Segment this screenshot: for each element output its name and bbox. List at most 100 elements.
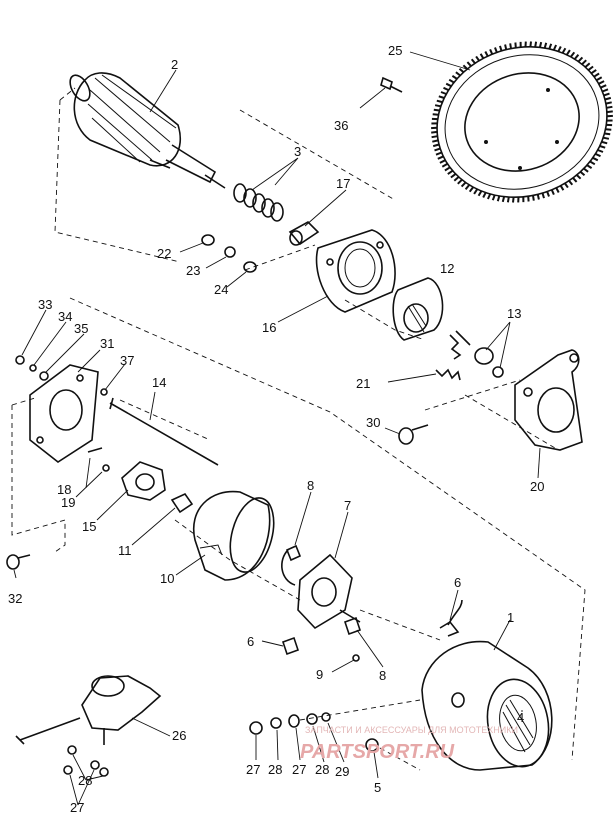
- gear-tooth: [433, 108, 440, 112]
- pinion-drive: [392, 277, 444, 341]
- gear-tooth: [573, 54, 580, 60]
- gear-tooth: [460, 181, 467, 188]
- gear-tooth: [509, 43, 512, 49]
- washer-set: [233, 183, 284, 222]
- gear-tooth: [534, 41, 538, 48]
- gear-tooth: [583, 167, 589, 173]
- gear-tooth: [587, 65, 594, 71]
- gear-tooth: [546, 191, 550, 197]
- callout-26: 26: [172, 728, 186, 743]
- gear-tooth: [443, 86, 450, 92]
- gear-tooth: [486, 193, 492, 200]
- gear-tooth: [494, 47, 498, 53]
- callout-24: 24: [214, 282, 228, 297]
- leader-lines: [13, 51, 541, 806]
- gear-tooth: [604, 96, 612, 101]
- end-plate-fasteners: [15, 355, 108, 396]
- callout-2: 2: [171, 57, 178, 72]
- gear-tooth: [532, 195, 535, 201]
- gear-tooth: [559, 185, 565, 191]
- gear-tooth: [445, 82, 452, 88]
- gear-tooth: [581, 59, 587, 66]
- solenoid: [15, 675, 162, 777]
- bracket-bolt: [398, 424, 429, 445]
- callout-17: 17: [336, 176, 350, 191]
- spring-cap: [449, 330, 504, 378]
- callout-27-mid-b: 27: [292, 762, 306, 777]
- gear-tooth: [603, 92, 610, 97]
- gear-tooth: [594, 152, 601, 158]
- gear-tooth: [602, 88, 609, 93]
- gear-tooth: [470, 58, 476, 64]
- callout-21: 21: [356, 376, 370, 391]
- callout-labels: 1 2 3 4 5 6 6 7 8 8 9 10 11 12 13 14 15 …: [8, 43, 544, 815]
- bolt-32: [6, 554, 31, 570]
- gear-tooth: [590, 69, 597, 75]
- gear-tooth: [432, 143, 440, 148]
- callout-8-lower: 8: [379, 668, 386, 683]
- callout-32: 32: [8, 591, 22, 606]
- gear-tooth: [455, 71, 461, 77]
- gear-tooth: [435, 151, 442, 156]
- gear-tooth: [589, 160, 596, 166]
- gear-tooth: [606, 105, 613, 109]
- gear-tooth: [466, 61, 472, 67]
- callout-10: 10: [160, 571, 174, 586]
- callout-27-mid-a: 27: [246, 762, 260, 777]
- frame-hardware: [249, 712, 379, 752]
- gear-tooth: [432, 113, 439, 116]
- callout-3: 3: [294, 144, 301, 159]
- callout-5: 5: [374, 780, 381, 795]
- assembly-lines: [11, 87, 586, 771]
- gear-tooth: [604, 132, 611, 136]
- gear-tooth: [601, 140, 608, 145]
- gear-tooth: [599, 145, 606, 149]
- gear-tooth: [457, 178, 463, 185]
- gear-tooth: [570, 51, 576, 58]
- gear-tooth: [440, 91, 447, 95]
- gear-tooth: [605, 128, 612, 131]
- callout-16: 16: [262, 320, 276, 335]
- gear-tooth: [506, 196, 510, 203]
- gear-tooth: [598, 80, 605, 85]
- gear-tooth: [552, 44, 558, 51]
- callout-28-mid-b: 28: [315, 762, 329, 777]
- watermark: ЗАПЧАСТИ И АКСЕССУАРЫ ДЛЯ МОТОТЕХНИКИ PA…: [300, 725, 518, 763]
- gear-tooth: [453, 176, 460, 182]
- gear-tooth: [436, 99, 443, 104]
- callout-8-upper: 8: [307, 478, 314, 493]
- gear-tooth: [496, 195, 501, 202]
- spring: [435, 368, 461, 381]
- callout-18: 18: [57, 482, 71, 497]
- gear-tooth: [450, 173, 457, 179]
- gear-tooth: [596, 76, 603, 82]
- bushing-11: [170, 492, 194, 514]
- callout-37: 37: [120, 353, 134, 368]
- gear-tooth: [479, 53, 485, 59]
- gear-tooth: [565, 49, 571, 56]
- gear-tooth: [477, 190, 483, 197]
- through-bolt: [109, 397, 219, 466]
- gear-tooth: [584, 62, 591, 68]
- callout-13: 13: [507, 306, 521, 321]
- end-cap: [192, 490, 275, 581]
- gear-tooth: [529, 41, 532, 47]
- ring-gear: [431, 41, 613, 203]
- gear-tooth: [577, 56, 584, 63]
- callout-14: 14: [152, 375, 166, 390]
- armature: [69, 72, 226, 189]
- callout-1: 1: [507, 610, 514, 625]
- gear-tooth: [491, 194, 496, 201]
- callout-22: 22: [157, 246, 171, 261]
- gear-tooth: [605, 101, 612, 105]
- gear-tooth: [464, 184, 471, 190]
- callout-20: 20: [530, 479, 544, 494]
- mounting-bracket: [514, 349, 583, 451]
- gear-tooth: [548, 43, 553, 50]
- callout-34: 34: [58, 309, 72, 324]
- gear-tooth: [586, 164, 593, 169]
- drive-end-housing: [315, 229, 396, 313]
- callout-19: 19: [61, 495, 75, 510]
- terminals: [281, 599, 463, 662]
